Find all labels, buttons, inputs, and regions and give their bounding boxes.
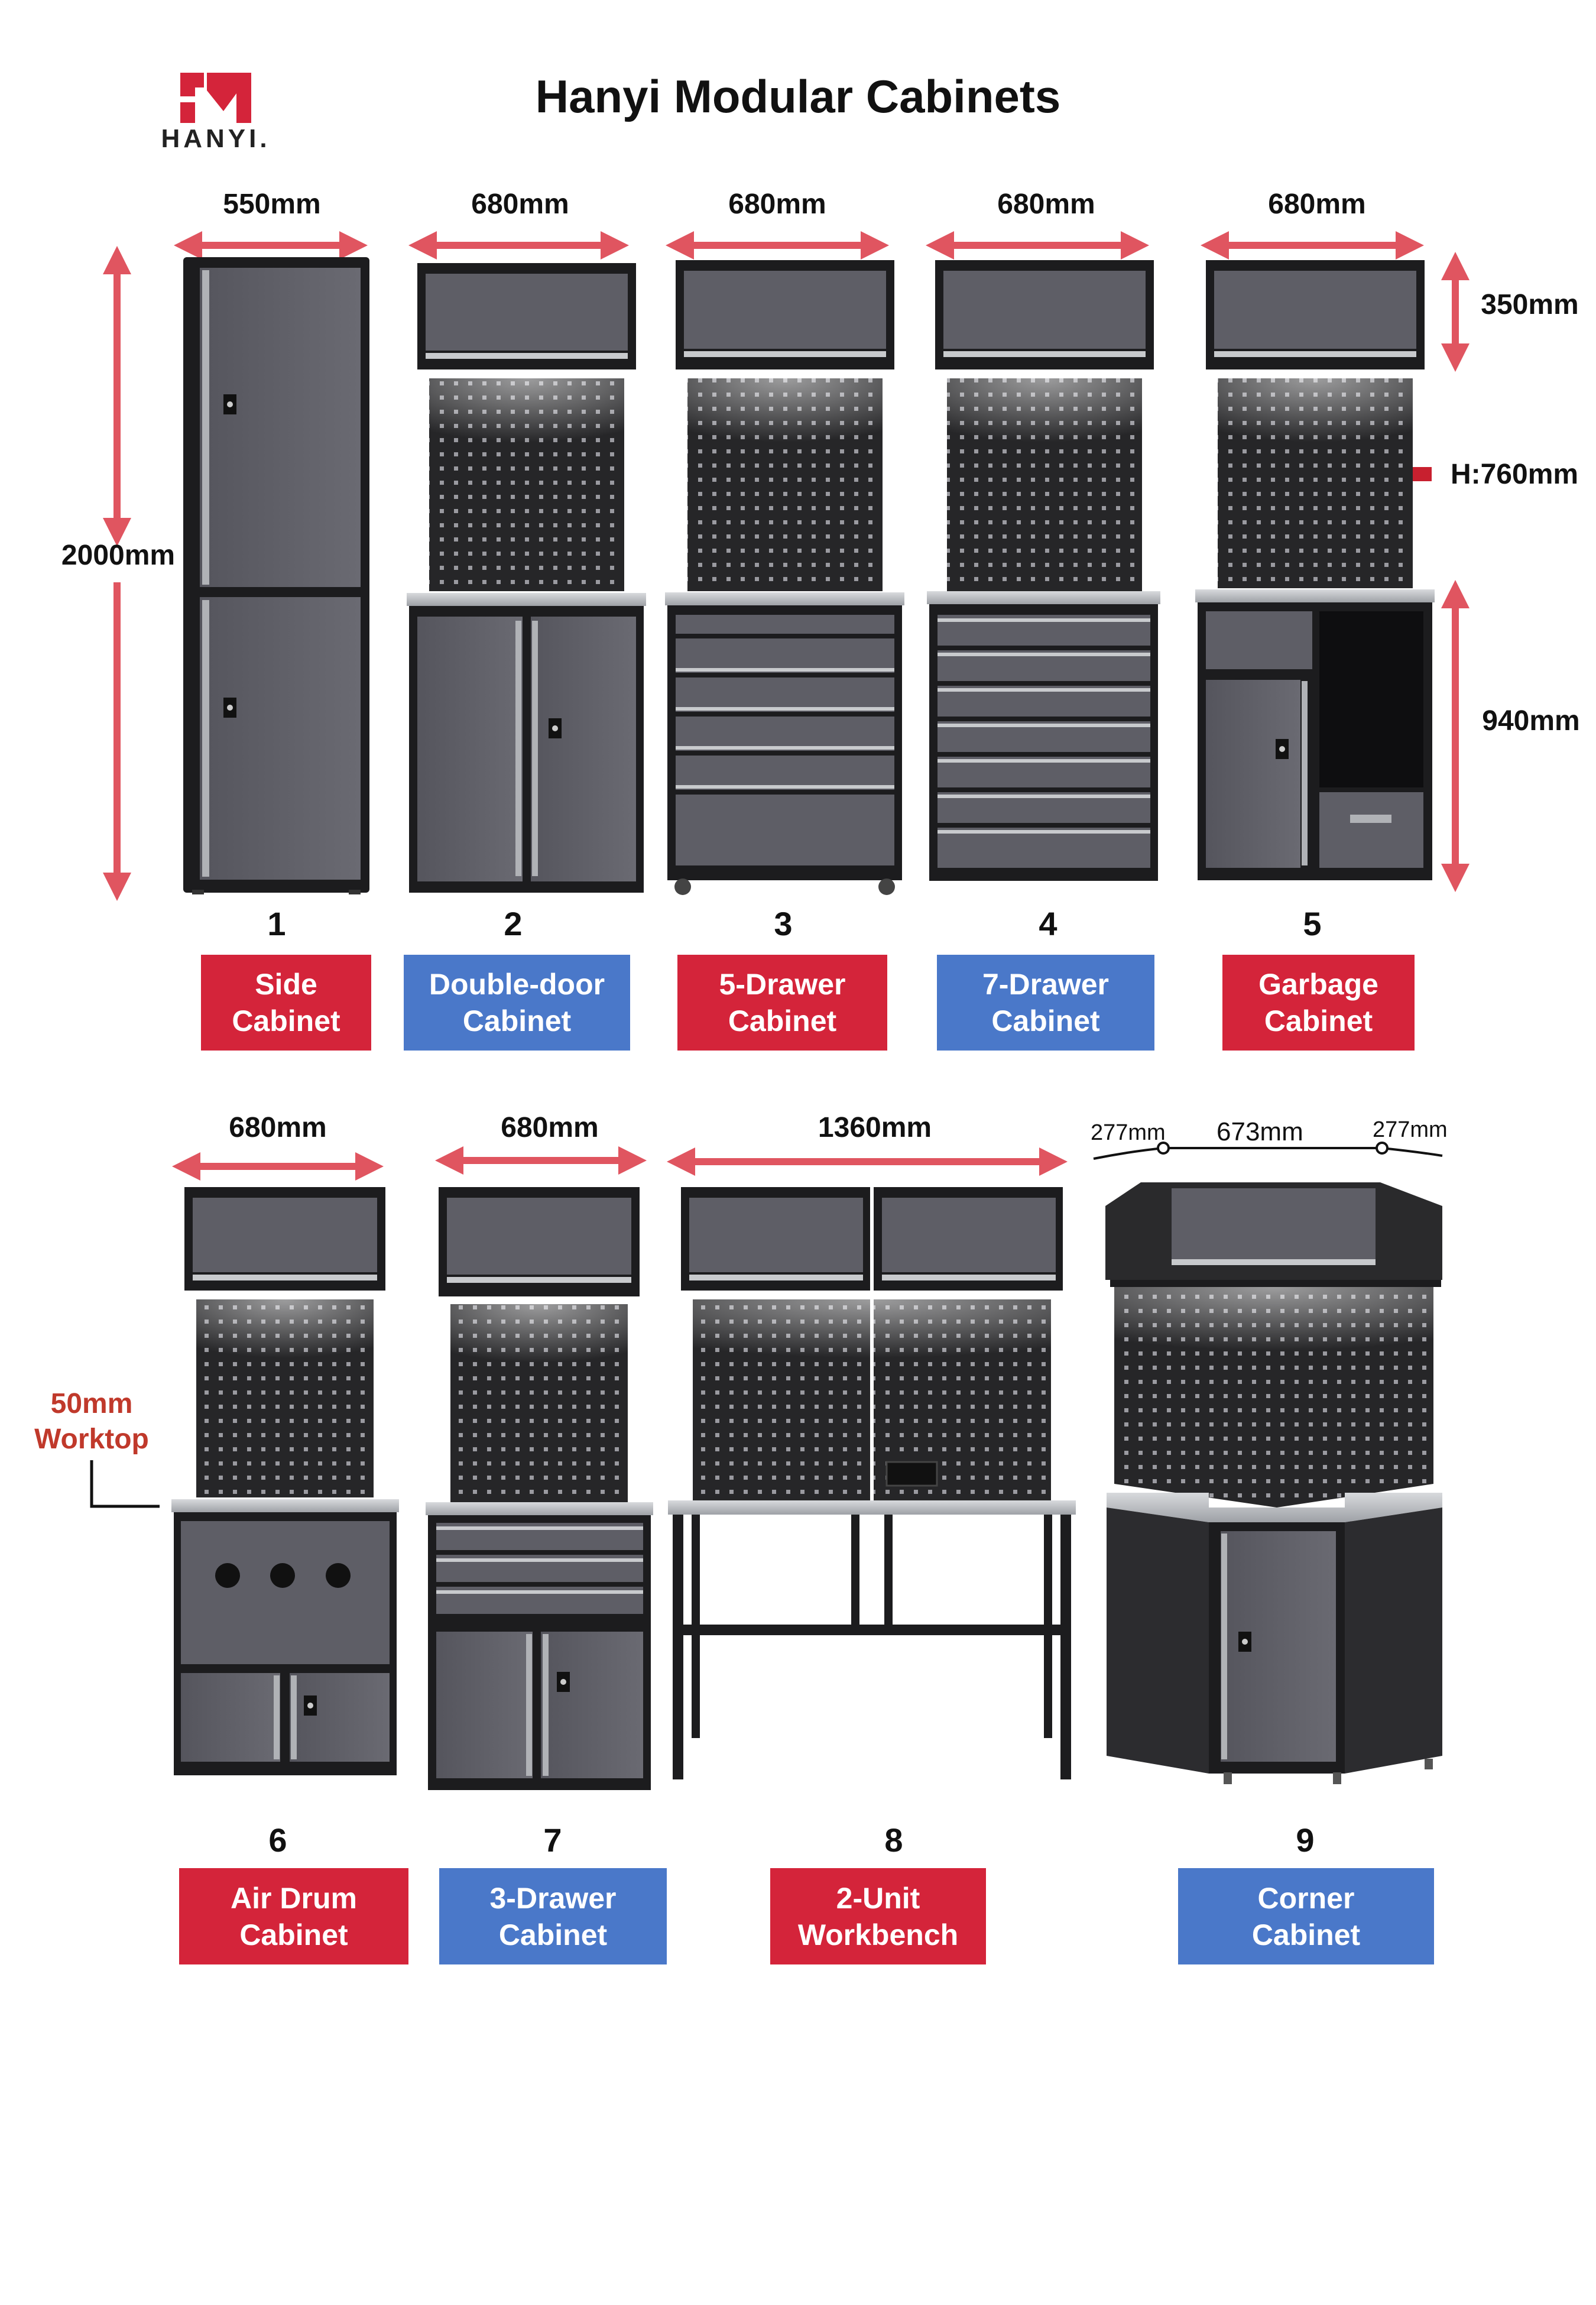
- cabinet-number-8: 8: [884, 1821, 903, 1859]
- corner-width-left: 277mm: [1091, 1120, 1166, 1145]
- cabinet-number-4: 4: [1039, 905, 1057, 942]
- worktop-note-line1: 50mm: [50, 1388, 133, 1419]
- cabinet-number-2: 2: [504, 905, 523, 942]
- label-line1: 2-Unit: [836, 1881, 920, 1915]
- label-garbage-cabinet: Garbage Cabinet: [1222, 955, 1415, 1051]
- workbench-illustration: [668, 1187, 1076, 1779]
- label-line2: Cabinet: [1264, 1004, 1373, 1038]
- label-workbench: 2-Unit Workbench: [770, 1868, 986, 1964]
- row2-width-arrows: [90, 1142, 1443, 1508]
- height-label-top: 350mm: [1481, 289, 1579, 320]
- height-label-pegboard: H:760mm: [1450, 459, 1579, 490]
- cabinet-number-6: 6: [268, 1821, 287, 1859]
- corner-cabinet-illustration: [1105, 1182, 1442, 1784]
- label-line1: Corner: [1257, 1881, 1355, 1915]
- corner-width-center: 673mm: [1217, 1117, 1303, 1146]
- width-label-7: 680mm: [501, 1112, 599, 1143]
- corner-width-right: 277mm: [1373, 1117, 1448, 1142]
- width-label-4: 680mm: [997, 189, 1095, 220]
- label-line1: Air Drum: [231, 1881, 357, 1915]
- label-line2: Cabinet: [232, 1004, 340, 1038]
- width-label-1: 550mm: [223, 189, 321, 220]
- three-drawer-cabinet-illustration: [426, 1187, 653, 1790]
- label-line2: Cabinet: [498, 1918, 608, 1951]
- label-line1: 3-Drawer: [489, 1881, 617, 1915]
- five-drawer-cabinet-illustration: [665, 260, 904, 895]
- logo-text: HANYI.: [161, 124, 271, 153]
- cabinet-number-9: 9: [1296, 1821, 1315, 1859]
- label-line2: Cabinet: [462, 1004, 572, 1038]
- garbage-cabinet-illustration: [1195, 260, 1435, 880]
- double-door-cabinet-illustration: [407, 263, 646, 893]
- side-cabinet-illustration: [183, 257, 369, 894]
- label-line1: Double-door: [429, 968, 605, 1001]
- cabinet-number-5: 5: [1303, 905, 1322, 942]
- label-line2: Workbench: [797, 1918, 959, 1951]
- label-double-door-cabinet: Double-door Cabinet: [404, 955, 630, 1051]
- label-corner-cabinet: Corner Cabinet: [1178, 1868, 1434, 1964]
- label-line2: Cabinet: [991, 1004, 1100, 1038]
- label-line1: Garbage: [1258, 968, 1378, 1001]
- label-side-cabinet: Side Cabinet: [201, 955, 371, 1051]
- hanyi-logo-icon: [180, 73, 251, 123]
- label-line2: Cabinet: [1251, 1918, 1361, 1951]
- label-line1: 5-Drawer: [719, 968, 846, 1001]
- width-label-8: 1360mm: [818, 1112, 932, 1143]
- hanyi-logo: HANYI.: [148, 70, 290, 158]
- height-label-base: 940mm: [1482, 705, 1580, 737]
- width-label-5: 680mm: [1268, 189, 1366, 220]
- seven-drawer-cabinet-illustration: [927, 260, 1160, 881]
- label-air-drum-cabinet: Air Drum Cabinet: [179, 1868, 408, 1964]
- label-line1: Side: [255, 968, 317, 1001]
- label-line2: Cabinet: [728, 1004, 837, 1038]
- air-drum-cabinet-illustration: [171, 1187, 399, 1775]
- label-line2: Cabinet: [239, 1918, 348, 1951]
- page-title: Hanyi Modular Cabinets: [535, 70, 1061, 122]
- label-five-drawer-cabinet: 5-Drawer Cabinet: [677, 955, 887, 1051]
- width-label-2: 680mm: [471, 189, 569, 220]
- cabinet-number-1: 1: [267, 905, 286, 942]
- label-line1: 7-Drawer: [982, 968, 1109, 1001]
- cabinet-number-3: 3: [774, 905, 793, 942]
- worktop-note-line2: Worktop: [34, 1424, 149, 1455]
- row1-width-arrows: [103, 231, 1424, 546]
- worktop-note: 50mm Worktop: [15, 1386, 168, 1457]
- label-seven-drawer-cabinet: 7-Drawer Cabinet: [937, 955, 1154, 1051]
- width-label-3: 680mm: [728, 189, 826, 220]
- width-label-6: 680mm: [229, 1112, 327, 1143]
- cabinet-number-7: 7: [543, 1821, 562, 1859]
- label-three-drawer-cabinet: 3-Drawer Cabinet: [439, 1868, 667, 1964]
- height-label-total: 2000mm: [61, 540, 176, 571]
